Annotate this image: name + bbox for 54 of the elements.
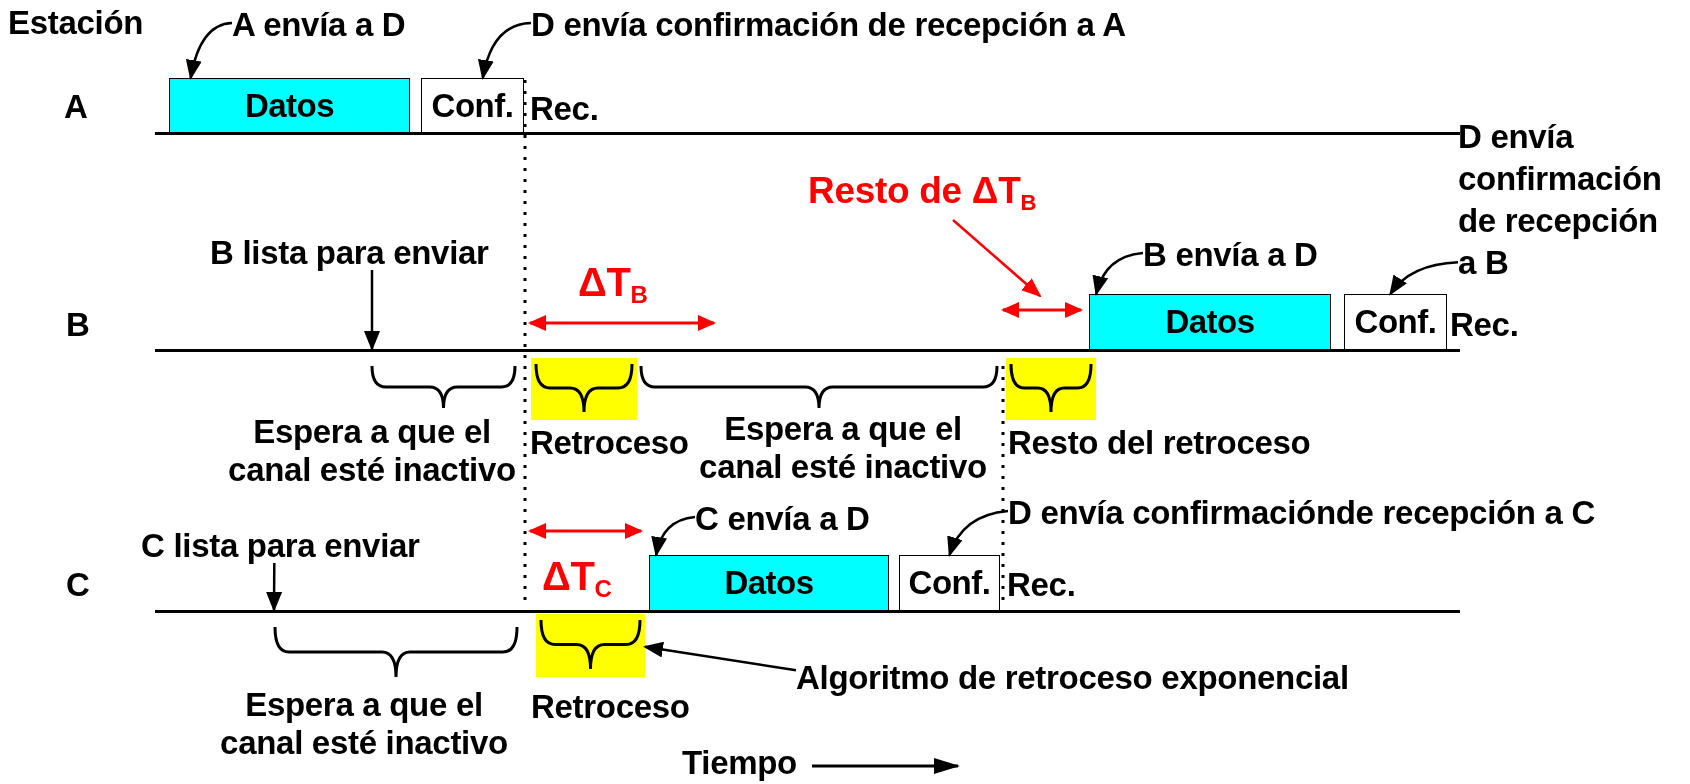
annotation-text: D envía confirmación de recepción a A [531, 4, 1181, 46]
frame-label: Conf. [908, 564, 991, 602]
leader-arrow [266, 563, 283, 612]
leader-arrow [1093, 251, 1144, 296]
leader-arrow [643, 641, 797, 672]
station-heading: Estación [8, 4, 144, 42]
annotation-text: Algoritmo de retroceso exponencial [796, 657, 1416, 699]
wait-caption: Espera a que el canal esté inactivo [698, 410, 988, 486]
delta-time-label: ΔT$_{B}$ [578, 259, 648, 306]
annotation-text: D envía confirmación de recepción a B [1458, 116, 1680, 284]
station-letter: B [66, 306, 90, 344]
leader-arrow [186, 21, 233, 80]
frame-label: Datos [244, 86, 335, 125]
backoff-caption: Resto del retroceso [1008, 424, 1311, 462]
data-frame-box [649, 555, 889, 611]
backoff-caption: Retroceso [530, 424, 689, 462]
data-frame-box [1089, 294, 1331, 350]
timeline-axis [155, 132, 1460, 135]
annotation-text: A envía a D [232, 4, 432, 46]
reception-marker: Rec. [1450, 306, 1519, 344]
frame-label: Conf. [431, 86, 514, 125]
data-frame-box [169, 78, 410, 133]
reception-marker: Rec. [1007, 566, 1076, 604]
reception-marker: Rec. [530, 90, 599, 128]
pointer-arrow [952, 219, 1042, 298]
frame-label: Datos [1165, 303, 1255, 341]
annotation-text: C lista para enviar [141, 525, 451, 567]
wait-caption: Espera a que el canal esté inactivo [219, 686, 509, 762]
station-letter: C [66, 566, 90, 604]
delta-time-label: ΔT$_{C}$ [542, 553, 612, 600]
timeline-axis [155, 349, 1460, 352]
leader-arrow [364, 270, 380, 351]
leader-arrow [652, 515, 696, 557]
frame-label: Datos [724, 564, 814, 602]
time-axis-label: Tiempo [682, 744, 797, 782]
wait-caption: Espera a que el canal esté inactivo [227, 413, 517, 489]
frame-label: Conf. [1354, 303, 1437, 341]
leader-arrow [1389, 260, 1459, 296]
backoff-highlight [1006, 358, 1096, 420]
leader-arrow [478, 21, 532, 80]
annotation-text: D envía confirmaciónde recepción a C [1008, 492, 1668, 534]
backoff-caption: Retroceso [531, 688, 690, 726]
timeline-axis [155, 610, 1460, 613]
ack-frame-box [421, 78, 524, 133]
backoff-highlight [531, 358, 637, 420]
ack-frame-box [899, 555, 1000, 611]
annotation-text: C envía a D [695, 498, 905, 540]
annotation-text: B envía a D [1143, 234, 1353, 276]
annotation-text: B lista para enviar [210, 232, 510, 274]
leader-arrow [948, 509, 1009, 557]
backoff-highlight [536, 614, 645, 677]
ack-frame-box [1344, 294, 1447, 350]
remaining-time-note: Resto de ΔT$_{B}$ [808, 168, 1098, 214]
station-letter: A [64, 88, 88, 126]
